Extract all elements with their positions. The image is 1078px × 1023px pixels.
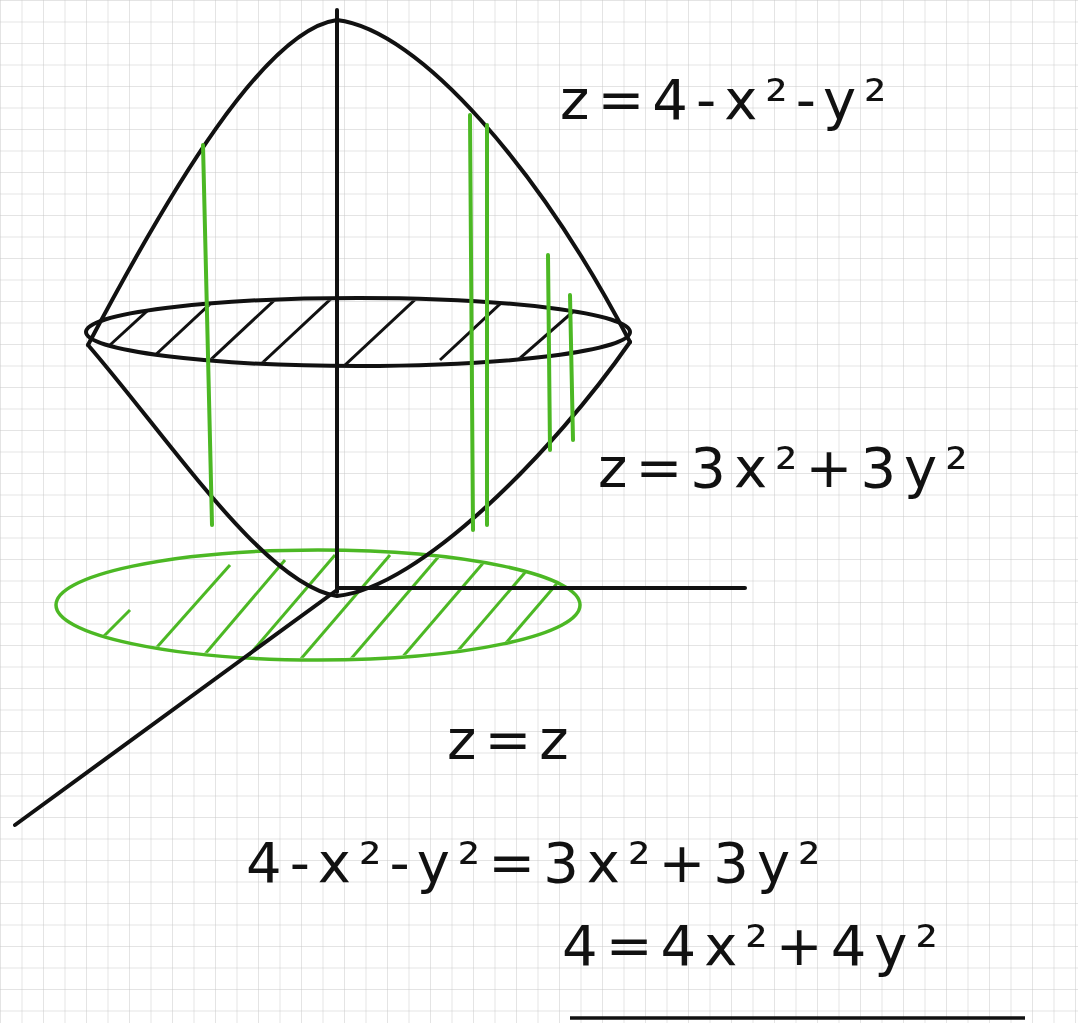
equation-label: 4=4x²+4y² xyxy=(562,918,946,974)
equation-label: z=4-x²-y² xyxy=(560,72,895,128)
equation-label: z=z xyxy=(447,712,577,768)
paraboloids xyxy=(86,20,630,596)
underline xyxy=(570,1016,1025,1020)
equation-label: 4-x²-y²=3x²+3y² xyxy=(246,835,829,891)
axes xyxy=(15,10,745,825)
integration-strips xyxy=(203,115,573,530)
intersection-hatch xyxy=(110,290,575,380)
equation-label: z=3x²+3y² xyxy=(598,440,976,496)
